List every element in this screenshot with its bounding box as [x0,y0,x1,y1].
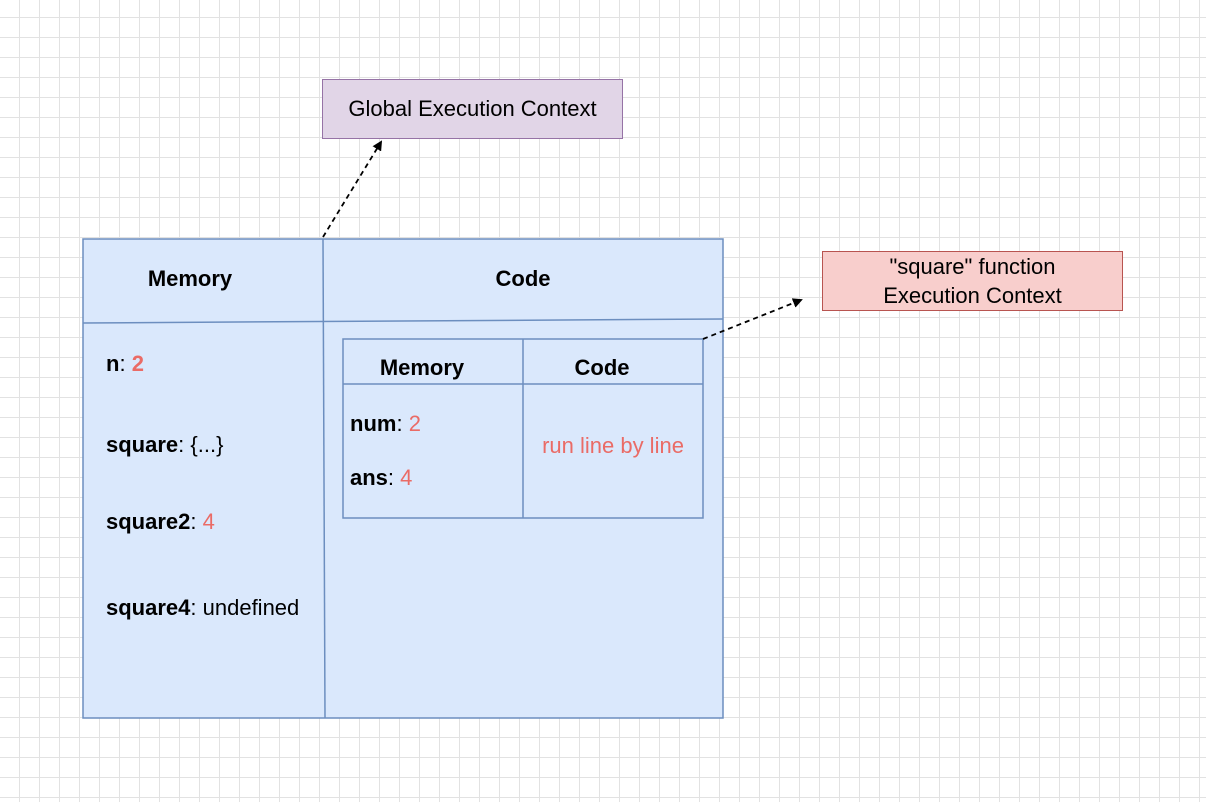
memory-entry-separator: : [178,432,191,457]
global-header-divider [82,318,724,324]
function-memory-entry-separator: : [396,411,409,436]
function-memory-entry-ans: ans: 4 [350,465,412,491]
global-memory-header: Memory [147,266,233,291]
memory-entry-key: square2 [106,509,191,534]
memory-entry-separator: : [119,351,132,376]
memory-entry-n: n: 2 [106,351,144,377]
memory-entry-value: 4 [202,509,215,534]
memory-entry-separator: : [190,509,203,534]
function-memory-entry-key: num [350,411,397,436]
memory-entry-value: {...} [190,432,224,457]
memory-entry-square2: square2: 4 [106,509,215,535]
function-context-label-line1: "square" function [889,254,1056,279]
function-memory-entry-value: 4 [400,465,413,490]
function-context-label-line2: Execution Context [883,283,1062,308]
global-execution-context-label: Global Execution Context [322,79,623,139]
function-memory-entry-separator: : [387,465,401,490]
function-memory-entry-num: num: 2 [350,411,421,437]
memory-entry-value: undefined [202,595,300,620]
memory-entry-square4: square4: undefined [106,595,299,621]
function-code-text: run line by line [542,433,684,458]
memory-entry-key: square4 [106,595,191,620]
global-column-divider [322,238,326,719]
memory-entry-key: n [106,351,120,376]
function-code-header: Code [574,355,630,380]
function-memory-entry-value: 2 [408,411,421,436]
global-execution-context-text: Global Execution Context [348,96,597,121]
function-execution-context-label: "square" function Execution Context [822,251,1123,311]
memory-entry-separator: : [190,595,203,620]
memory-entry-square: square: {...} [106,432,223,458]
function-memory-entry-key: ans [350,465,388,490]
global-code-header: Code [495,266,551,291]
function-memory-header: Memory [379,355,465,380]
arrow-to-global-label [322,140,383,238]
memory-entry-key: square [106,432,179,457]
memory-entry-value: 2 [131,351,144,376]
